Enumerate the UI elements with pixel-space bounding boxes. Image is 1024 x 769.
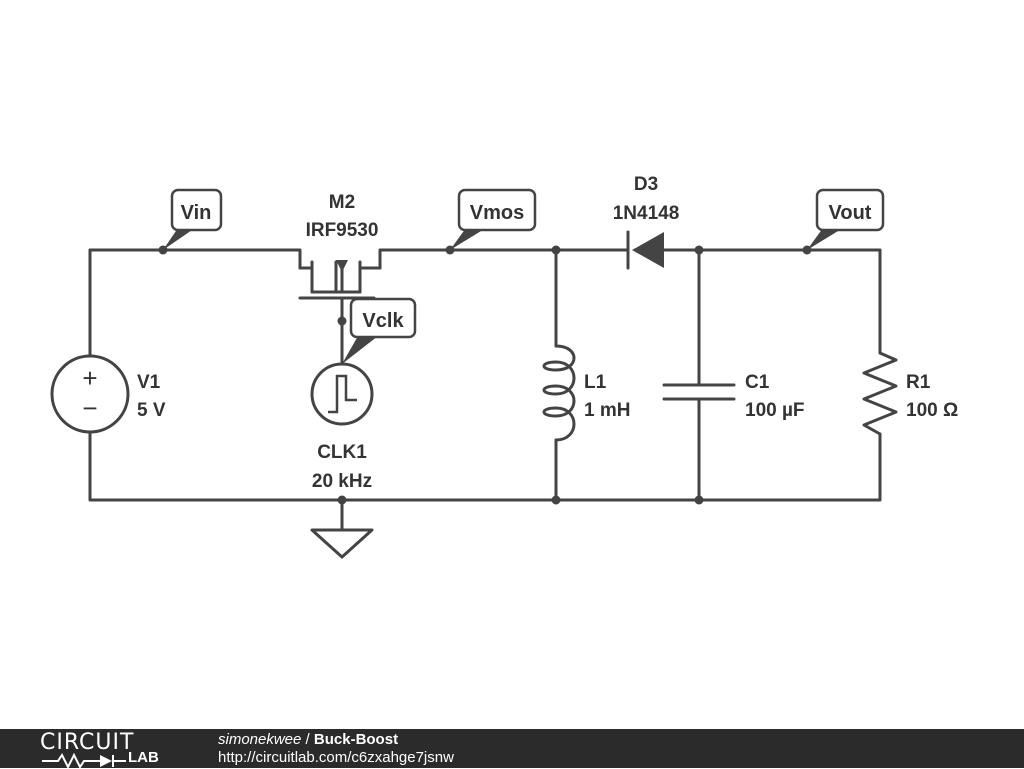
r1-value: 100 Ω bbox=[906, 400, 958, 421]
diode-d3-symbol bbox=[626, 230, 664, 270]
circuit-title[interactable]: Buck-Boost bbox=[313, 731, 399, 748]
circuit-url-link[interactable]: http://circuitlab.com/c6zxahge7jsnw bbox=[218, 749, 454, 766]
junction-dots bbox=[158, 245, 812, 505]
m2-part: IRF9530 bbox=[306, 220, 379, 241]
net-label-vout: Vout bbox=[807, 188, 885, 250]
logo-resistor-diode-icon bbox=[42, 753, 126, 769]
inductor-l1-symbol bbox=[542, 344, 576, 442]
wires bbox=[88, 248, 882, 532]
l1-value: 1 mH bbox=[584, 400, 630, 421]
c1-value: 100 µF bbox=[745, 400, 805, 421]
svg-text:Vmos: Vmos bbox=[470, 202, 524, 224]
ground-symbol bbox=[310, 528, 374, 559]
c1-name: C1 bbox=[745, 372, 770, 393]
svg-text:+: + bbox=[82, 363, 97, 393]
clock-source-clk1-symbol bbox=[310, 362, 374, 426]
net-label-vin: Vin bbox=[163, 188, 223, 250]
circuitlab-logo[interactable]: CIRCUIT LAB bbox=[40, 730, 180, 769]
mosfet-m2-symbol bbox=[298, 260, 382, 300]
svg-text:Vin: Vin bbox=[181, 202, 212, 224]
voltage-source-v1-symbol: + − bbox=[50, 354, 130, 434]
r1-name: R1 bbox=[906, 372, 931, 393]
l1-name: L1 bbox=[584, 372, 607, 393]
net-label-vmos: Vmos bbox=[450, 188, 537, 250]
svg-text:Vclk: Vclk bbox=[362, 310, 404, 332]
clk1-value: 20 kHz bbox=[312, 471, 372, 492]
svg-text:−: − bbox=[82, 393, 97, 423]
d3-name: D3 bbox=[634, 174, 658, 195]
net-label-vclk: Vclk bbox=[342, 297, 417, 364]
footer-bar: CIRCUIT LAB simonekwee / Buck-Boost http… bbox=[0, 729, 1024, 769]
author-name[interactable]: simonekwee bbox=[218, 731, 302, 748]
logo-text-lab: LAB bbox=[128, 749, 159, 766]
capacitor-c1-symbol bbox=[662, 383, 736, 401]
svg-text:Vout: Vout bbox=[829, 202, 872, 224]
m2-name: M2 bbox=[329, 192, 355, 213]
resistor-r1-symbol bbox=[862, 351, 898, 436]
circuit-schematic: M2 IRF9530 D3 1N4148 + − V1 5 V CLK1 20 … bbox=[50, 174, 958, 559]
v1-name: V1 bbox=[137, 372, 161, 393]
d3-part: 1N4148 bbox=[613, 203, 680, 224]
clk1-name: CLK1 bbox=[317, 442, 367, 463]
v1-value: 5 V bbox=[137, 400, 166, 421]
logo-text-circuit: CIRCUIT bbox=[40, 730, 135, 755]
credit-separator: / bbox=[301, 731, 314, 748]
circuit-credit: simonekwee / Buck-Boost http://circuitla… bbox=[218, 731, 454, 767]
